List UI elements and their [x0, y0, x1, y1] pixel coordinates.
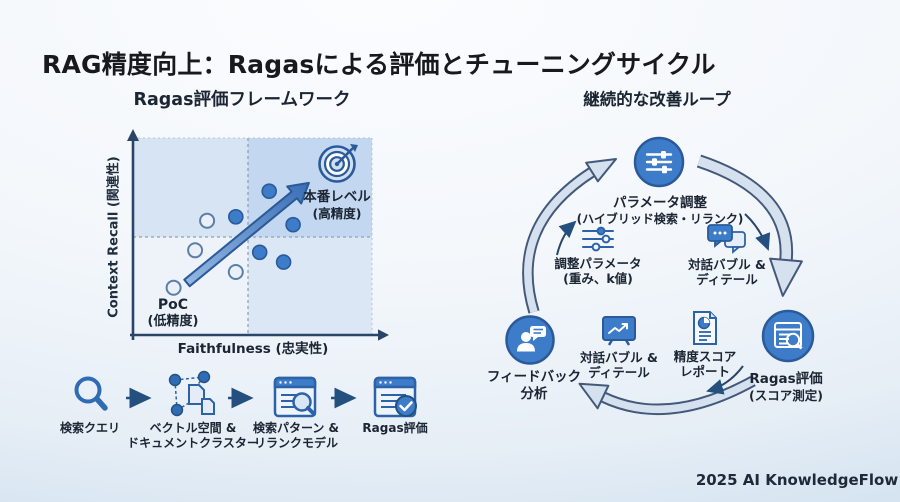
vector-cluster-icon [168, 370, 215, 417]
node-ragas-evaluation [761, 309, 815, 363]
detail-score-report-title: 精度スコア [673, 349, 737, 364]
detail-label-dialog-bubble-1: 対話バブル & ディテール [688, 257, 766, 288]
node-feedback-analysis-sub: 分析 [520, 385, 548, 402]
detail-arrow-3 [706, 365, 744, 395]
report-icon [693, 311, 717, 345]
detail-dialog-bubble-2-title: 対話バブル & [580, 350, 658, 365]
step-search-pattern-line1: 検索パターン & [252, 421, 340, 435]
trend-arrow [183, 181, 310, 288]
x-axis-label: Faithfulness (忠実性) [177, 341, 329, 357]
detail-label-tuning-params: 調整パラメータ (重み、k値) [554, 256, 641, 287]
pipeline [74, 370, 417, 418]
detail-arrow-2 [744, 213, 771, 251]
scatter-point [285, 216, 301, 233]
cycle-arrow-down-right [696, 154, 803, 297]
node-label-ragas-evaluation: Ragas評価 (スコア測定) [749, 368, 823, 403]
monitor-chart-icon [602, 316, 636, 346]
scatter-points [165, 183, 301, 296]
node-feedback-analysis-title: フィードバック [486, 369, 582, 385]
browser-check-icon [373, 376, 417, 418]
poc-sub-label: (低精度) [147, 314, 199, 330]
scatter-point [165, 279, 182, 296]
node-ragas-evaluation-title: Ragas評価 [749, 371, 823, 387]
node-feedback-analysis [505, 315, 555, 365]
node-label-parameter-tuning: パラメータ調整 (ハイブリッド検索・リランク) [577, 192, 744, 226]
goal-label: 本番レベル [303, 189, 371, 205]
scatter-point [275, 254, 292, 270]
step-label-search-pattern: 検索パターン & リランクモデル [253, 421, 339, 450]
quadrant-bottom-right [248, 237, 372, 335]
quadrant-top-left [133, 138, 248, 237]
cycle-arrow-up-left [522, 158, 617, 314]
footer-credit: 2025 AI KnowledgeFlow [695, 471, 899, 489]
detail-label-score-report: 精度スコア レポート [674, 349, 737, 380]
step-label-search-query: 検索クエリ [59, 421, 121, 435]
scatter-point [199, 212, 216, 229]
goal-sub-label: (高精度) [312, 205, 362, 221]
step-label-ragas-eval: Ragas評価 [362, 421, 428, 435]
detail-dialog-bubble-1-title: 対話バブル & [688, 257, 766, 272]
dart-shaft [337, 147, 354, 164]
node-parameter-tuning-sub: (ハイブリッド検索・リランク) [576, 211, 744, 226]
step-vector-space-line2: ドキュメントクラスター [127, 435, 259, 450]
node-label-feedback-analysis: フィードバック 分析 [487, 366, 581, 402]
scatter-point [261, 183, 278, 199]
node-ragas-evaluation-sub: (スコア測定) [749, 387, 823, 403]
person-chat-icon [517, 326, 546, 352]
node-parameter-tuning-title: パラメータ調整 [612, 195, 708, 211]
detail-score-report-sub: レポート [679, 364, 731, 380]
y-axis-arrowhead [127, 129, 139, 141]
node-parameter-tuning [633, 136, 685, 188]
chat-bubbles-icon [707, 224, 746, 254]
detail-tuning-params-sub: (重み、k値) [563, 271, 633, 287]
target-icon [318, 144, 358, 183]
step-vector-space-line1: ベクトル空間 & [149, 421, 237, 435]
browser-search-icon [774, 322, 803, 350]
x-axis-arrowhead [378, 329, 389, 341]
scatter-point [251, 244, 268, 261]
detail-dialog-bubble-1-sub: ディテール [696, 272, 758, 288]
improvement-loop [505, 136, 815, 416]
sliders-outline-icon [582, 226, 614, 252]
detail-label-dialog-bubble-2: 対話バブル & ディテール [580, 350, 658, 381]
x-axis [130, 329, 389, 341]
step-search-pattern-line2: リランクモデル [253, 435, 339, 450]
poc-annotation: PoC (低精度) [148, 294, 199, 330]
y-axis-label: Context Recall (関連性) [106, 156, 122, 318]
detail-dialog-bubble-2-sub: ディテール [588, 365, 650, 381]
y-axis [127, 129, 139, 340]
detail-arrow-1 [556, 220, 577, 256]
search-icon [74, 376, 108, 411]
browser-search-icon [273, 376, 317, 418]
scatter-chart [127, 129, 389, 341]
sliders-icon [645, 151, 673, 174]
framework-title: Ragas評価フレームワーク [133, 90, 351, 110]
detail-tuning-params-title: 調整パラメータ [554, 256, 642, 271]
step-label-vector-space: ベクトル空間 & ドキュメントクラスター [127, 421, 259, 450]
scatter-point [187, 242, 204, 259]
goal-annotation: 本番レベル (高精度) [303, 186, 371, 221]
dart-fletching [350, 144, 358, 152]
scatter-point [227, 264, 244, 280]
poc-label: PoC [157, 297, 189, 313]
scatter-point [228, 209, 244, 225]
loop-title: 継続的な改善ループ [583, 90, 731, 109]
page-title: RAG精度向上：Ragasによる評価とチューニングサイクル [42, 49, 716, 79]
cycle-arrow-bottom-left [578, 375, 756, 416]
